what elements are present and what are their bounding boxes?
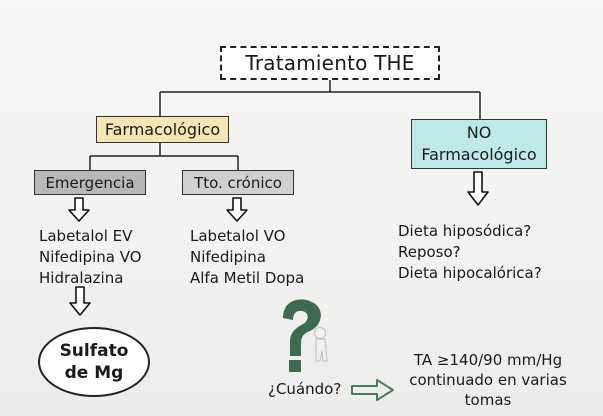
down-arrow-icon xyxy=(467,171,489,206)
farmacologico-node: Farmacológico xyxy=(96,116,229,143)
diagram-title: Tratamiento THE xyxy=(220,46,440,80)
down-arrow-icon xyxy=(69,286,91,316)
question-mark-figure-icon xyxy=(283,299,328,372)
cronico-list: Labetalol VO Nifedipina Alfa Metil Dopa xyxy=(190,226,304,289)
list-item: Labetalol EV xyxy=(39,227,133,245)
list-item: Hidralazina xyxy=(39,269,124,287)
emergencia-list: Labetalol EV Nifedipina VO Hidralazina xyxy=(39,226,142,289)
list-item: Labetalol VO xyxy=(190,227,286,245)
emergencia-node: Emergencia xyxy=(34,170,146,195)
down-arrow-icon xyxy=(226,197,248,222)
list-item: Nifedipina xyxy=(190,248,266,266)
no-farmacologico-list: Dieta hiposódica? Reposo? Dieta hipocaló… xyxy=(398,221,542,284)
down-arrow-icon xyxy=(68,197,90,222)
sulfato-magnesio-node: Sulfato de Mg xyxy=(38,327,150,397)
criteria-text: TA ≥140/90 mm/Hg continuado en varias to… xyxy=(409,351,567,409)
cronico-node: Tto. crónico xyxy=(182,170,294,195)
list-item: Nifedipina VO xyxy=(39,248,142,266)
right-arrow-icon xyxy=(351,379,394,401)
no-farmacologico-node: NO Farmacológico xyxy=(411,119,547,169)
list-item: Dieta hiposódica? xyxy=(398,222,532,240)
list-item: Reposo? xyxy=(398,243,461,261)
list-item: Dieta hipocalórica? xyxy=(398,264,542,282)
list-item: Alfa Metil Dopa xyxy=(190,269,305,287)
cuando-label: ¿Cuándo? xyxy=(268,380,342,398)
